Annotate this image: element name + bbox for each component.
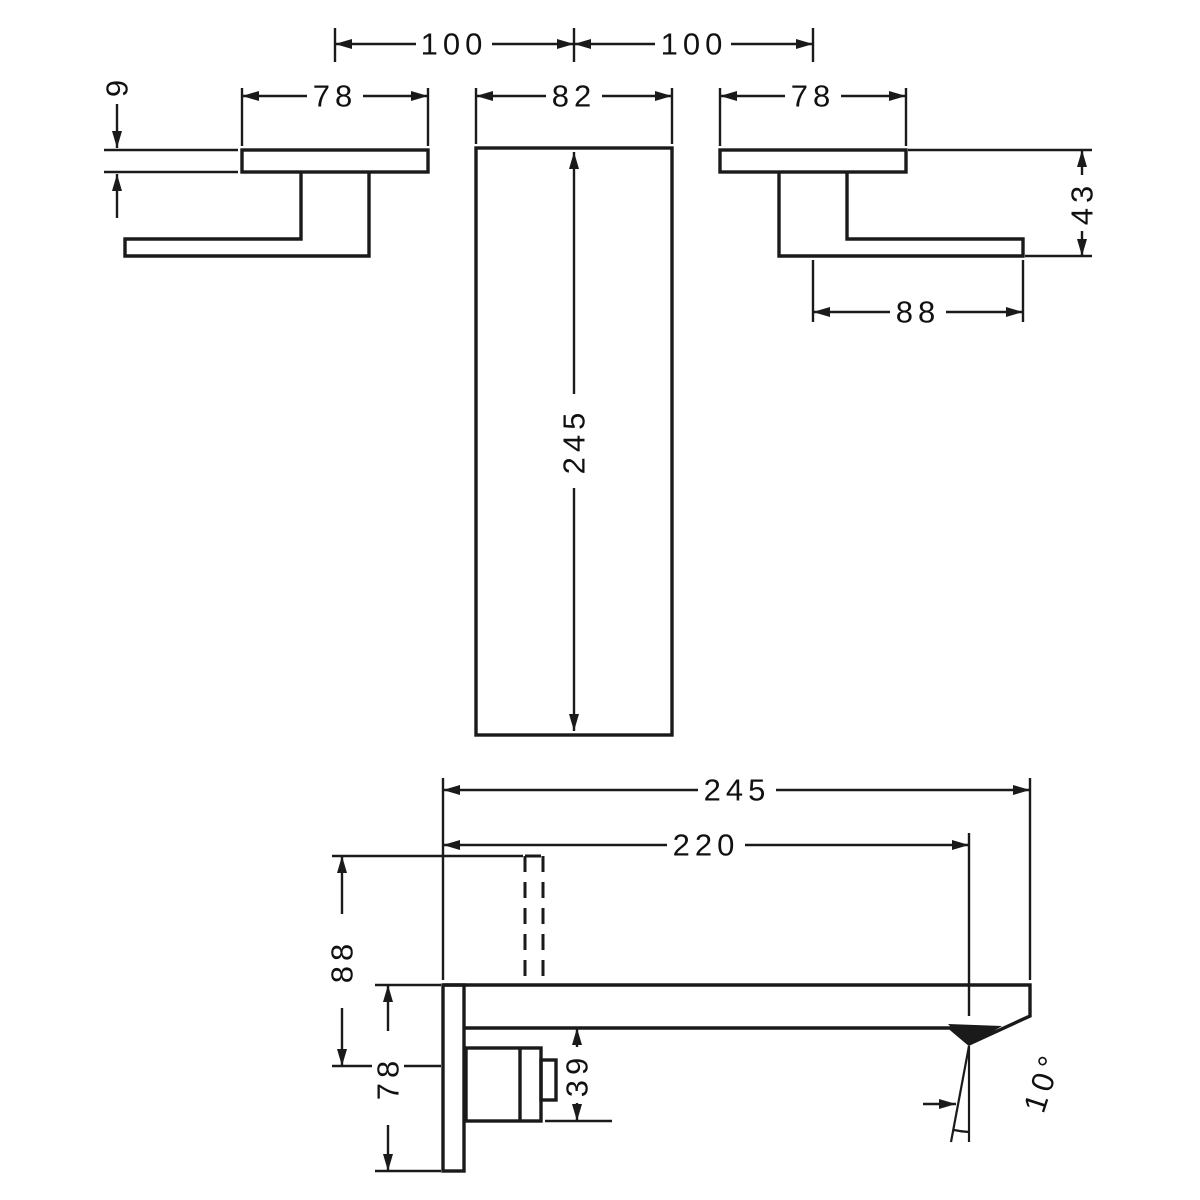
dim-label-plate-thickness: 9: [100, 75, 135, 97]
dim-spray-angle: 10°: [923, 1045, 1069, 1143]
angle-stream-line: [949, 1045, 971, 1143]
dim-left-plate-width: 78: [240, 79, 430, 146]
valve-body: [464, 1046, 543, 1123]
dim-label-spacing-left: 100: [421, 27, 488, 62]
dim-label-valve-depth: 39: [560, 1053, 595, 1097]
dim-label-spout-plate-width: 82: [552, 79, 596, 114]
dim-text-bg: [372, 1031, 404, 1125]
front-view: 100 100 78 82 78: [100, 27, 1100, 737]
dim-text-bg: [307, 81, 363, 111]
dim-valve-depth: 39: [545, 1028, 612, 1123]
dim-right-plate-width: 78: [718, 79, 908, 146]
dim-text-bg: [698, 775, 776, 805]
dim-label-spout-plate-height: 245: [557, 408, 592, 475]
dim-text-bg: [890, 297, 946, 327]
dim-handle-projection: 88: [811, 260, 1025, 330]
dim-spout-plate-width: 82: [474, 79, 674, 144]
dim-plate-thickness: 9: [100, 75, 238, 218]
dim-text-bg: [785, 81, 841, 111]
valve-connector: [539, 1058, 558, 1102]
dim-label-spout-projection: 245: [704, 773, 771, 808]
dim-text-bg: [558, 394, 590, 488]
dim-text-bg: [1066, 175, 1098, 231]
dim-text-bg: [416, 29, 492, 59]
spout-plate: [474, 146, 674, 737]
dim-upper-height: 88: [325, 854, 523, 1068]
dim-label-outlet-projection: 220: [673, 828, 740, 863]
dim-text-bg: [326, 914, 358, 1008]
dim-label-plate-height: 78: [371, 1056, 406, 1100]
dim-spout-plate-height: 245: [557, 152, 592, 731]
right-handle-lever: [777, 172, 1025, 258]
dim-outlet-projection: 220: [443, 828, 971, 1016]
angle-arc: [953, 1128, 970, 1134]
dim-label-upper-height: 88: [325, 939, 360, 983]
dim-label-spacing-right: 100: [661, 27, 728, 62]
left-handle-lever: [123, 172, 371, 258]
spout-body-side: [443, 983, 1032, 1046]
spout-outlet: [948, 1024, 1002, 1046]
dim-label-handle-projection: 88: [896, 295, 940, 330]
dim-text-bg: [561, 1047, 593, 1103]
left-handle-plate: [240, 148, 430, 174]
dim-label-right-plate-width: 78: [791, 79, 835, 114]
dim-handle-height: 43: [908, 148, 1100, 258]
dim-spacing: 100 100: [333, 27, 815, 62]
dim-text-bg: [655, 29, 731, 59]
dim-label-spray-angle: 10°: [1017, 1047, 1069, 1117]
dim-plate-height: 78: [371, 983, 441, 1173]
dim-label-handle-height: 43: [1065, 181, 1100, 225]
dim-text-bg: [667, 830, 745, 860]
dim-spout-projection: 245: [441, 773, 1032, 980]
right-handle-plate: [718, 148, 908, 174]
wall-plate-side: [441, 983, 466, 1173]
dim-text-bg: [546, 81, 602, 111]
side-view: 245 220 88 78: [325, 773, 1069, 1173]
dim-label-left-plate-width: 78: [313, 79, 357, 114]
